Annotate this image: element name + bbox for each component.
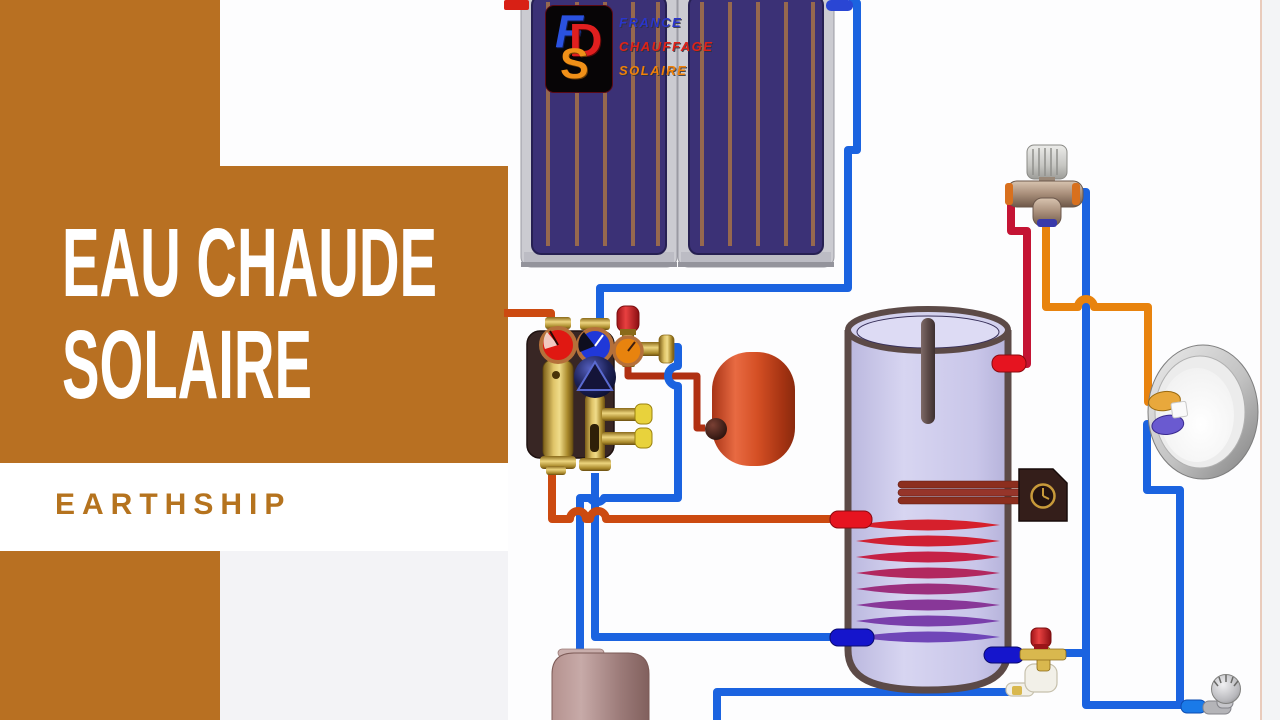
pipe-solar-supply [504,309,555,325]
drainback-vessel [551,648,650,720]
storage-tank [829,306,1068,694]
banner-title: EAU CHAUDE SOLAIRE [62,212,437,416]
pipe-flowmeter-loop [576,343,682,656]
collector-red-stub [504,0,529,10]
safety-group [1005,627,1067,697]
pipe-solar-to-coil [548,468,838,523]
appliance-cold-port [1151,414,1185,436]
banner-title-line1: EAU CHAUDE [62,208,438,317]
solar-collector-right [677,0,835,268]
banner-subtitle: EARTHSHIP [55,488,292,521]
thermometer-well [921,318,935,424]
pipe-coil-return [591,473,838,641]
banner-block-top-left [0,0,220,166]
pipe-hot-water [1007,196,1031,368]
faucet-blue-union [1180,699,1207,714]
heating-coil [856,519,1000,643]
brand-line-france: FRANCE [619,15,683,30]
right-margin-strip [1260,0,1280,720]
safety-valve-cap [616,305,640,333]
tank-port-coil-out [829,628,875,647]
tank-port-coil-in [829,510,873,529]
brand-line-solaire: SOLAIRE [619,63,688,78]
brand-monogram-s: S [560,40,589,88]
cold-water-faucet [1180,674,1241,715]
banner-main-block [0,166,508,463]
subtitle-band [0,463,508,551]
brand-line-chauffage: CHAUFFAGE [619,39,714,54]
brand-logo-box: F D S [545,5,613,93]
gray-block-bottom [220,551,508,720]
tank-port-hot-out [991,354,1027,373]
pipe-expansion [624,356,705,432]
electric-heater [897,468,1068,522]
pipe-collector-loop [596,0,861,325]
expansion-vessel-port [705,418,727,440]
tank-port-cold-in [983,646,1025,664]
thermostatic-mixing-valve [1005,144,1084,227]
pipe-drain [713,688,1016,720]
expansion-vessel [705,352,795,466]
brand-monogram-f: F [555,5,584,57]
banner-block-bottom-left [0,551,220,720]
collector-blue-cap [826,0,853,11]
solar-pump-station [526,305,675,475]
pipe-mixed-water [1042,220,1156,406]
brand-monogram-d: D [569,14,603,66]
faucet-handle [1211,674,1241,704]
hot-water-appliance [1147,344,1259,480]
banner-title-line2: SOLAIRE [62,310,313,419]
